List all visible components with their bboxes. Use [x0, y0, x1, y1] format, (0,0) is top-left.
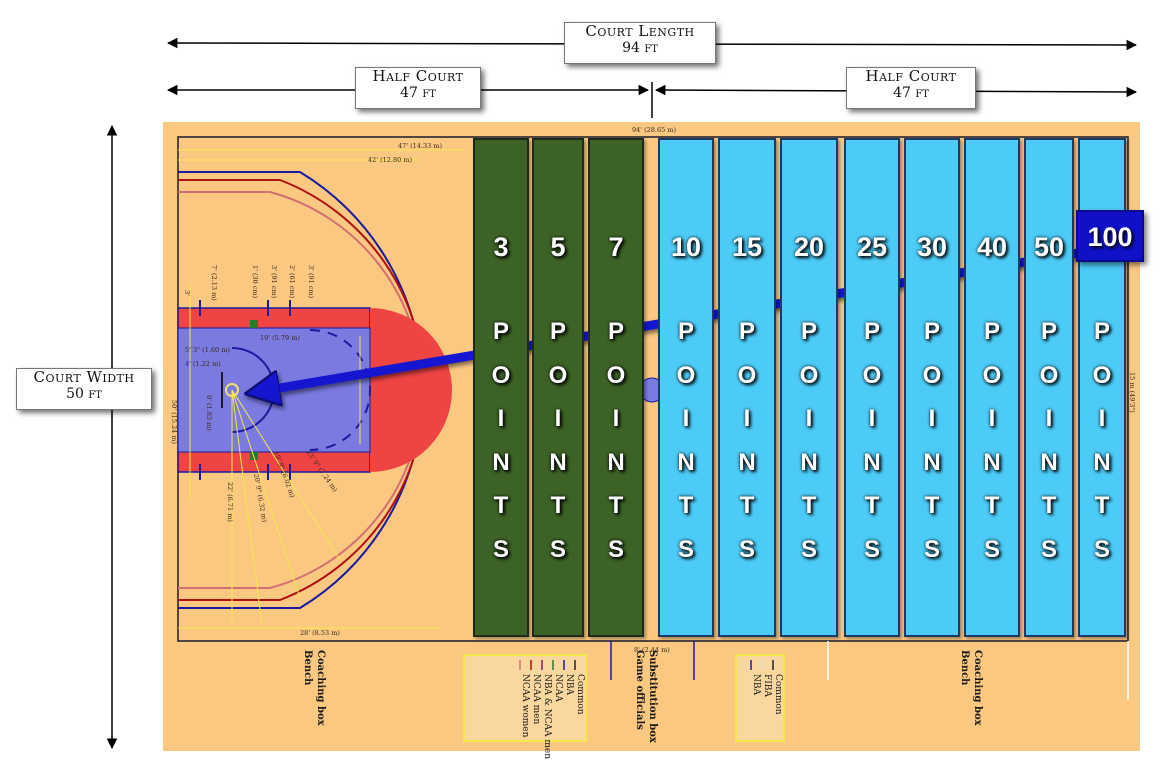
annot-lane-4: 4' (1.22 m)	[185, 360, 221, 368]
court-length-value: 94 ft	[622, 40, 658, 56]
paint-semicircle	[370, 308, 452, 472]
highlight-100-box: 100	[1076, 210, 1144, 262]
court-width-title: Court Width	[33, 368, 135, 386]
point-zone-value: 40	[976, 232, 1008, 262]
legend-label: NCAA men	[531, 674, 541, 724]
annot-mark-0: 3'	[183, 290, 191, 296]
annot-right-15: 15 m (49'3")	[1128, 372, 1136, 413]
legend-label: FIBA	[762, 674, 772, 697]
annot-radial-0: 22' (6.71 m)	[226, 482, 234, 522]
legend-right-box	[735, 654, 785, 742]
annot-mark-5: 3' (91 cm)	[307, 265, 315, 299]
annot-lane-19: 19' (5.79 m)	[260, 334, 300, 342]
point-zone-value: 15	[731, 232, 763, 262]
coaching-box-right: Coaching box	[972, 650, 983, 727]
point-zone-value: 25	[856, 232, 888, 262]
annot-lane-5: 5' 3" (1.60 m)	[185, 346, 230, 354]
annot-bottom-28: 28' (8.53 m)	[300, 629, 340, 637]
legend-label: NBA	[564, 674, 574, 695]
legend-label: NBA & NCAA men	[542, 674, 552, 759]
half-court-right-title: Half Court	[865, 67, 957, 85]
legend-label: NCAA women	[520, 674, 530, 738]
half-court-left-label: Half Court 47 ft	[355, 67, 481, 109]
coaching-box-left: Coaching box	[315, 650, 326, 727]
point-zone-value: 30	[916, 232, 948, 262]
point-zone-value: 3	[493, 232, 509, 262]
court-width-label: Court Width 50 ft	[16, 368, 152, 410]
lane-block-top	[250, 320, 258, 328]
annot-bottom-8: 8' (2.44 m)	[634, 646, 670, 654]
annot-top-length: 94' (28.65 m)	[632, 126, 676, 134]
annot-mark-4: 2' (61 cm)	[288, 265, 296, 299]
bench-right: Bench	[959, 650, 970, 686]
point-zone-value: 7	[608, 232, 624, 262]
game-officials: Game officials	[634, 650, 645, 730]
annot-left-50: 50' (15.24 m)	[170, 400, 178, 444]
point-zone-value: 20	[793, 232, 825, 262]
annot-line-47: 47' (14.33 m)	[398, 142, 442, 150]
free-throw-circle-dashed	[309, 329, 371, 451]
legend-label: NBA	[751, 674, 761, 695]
bench-left: Bench	[302, 650, 313, 686]
legend-left-box	[463, 654, 587, 742]
court-length-label: Court Length 94 ft	[564, 22, 716, 64]
half-court-right-value: 47 ft	[893, 85, 929, 101]
annot-mark-1: 7' (2.13 m)	[210, 265, 218, 301]
substitution-box: Substitution box	[647, 650, 658, 744]
point-zone-value: 5	[550, 232, 566, 262]
annot-lane-6: 6' (1.83 m)	[205, 395, 213, 431]
court-length-title: Court Length	[585, 22, 695, 40]
highlight-100-value: 100	[1087, 222, 1133, 252]
point-zone-value: 50	[1033, 232, 1065, 262]
annot-mark-2: 1' (30 cm)	[251, 265, 259, 299]
point-zone-value: 10	[670, 232, 702, 262]
legend-label: NCAA	[553, 674, 563, 702]
half-court-right-label: Half Court 47 ft	[846, 67, 976, 109]
legend-label: Common	[575, 674, 585, 715]
legend-label: Common	[773, 674, 783, 715]
court-width-value: 50 ft	[66, 386, 102, 402]
half-court-left-title: Half Court	[372, 67, 464, 85]
annot-mark-3: 3' (91 cm)	[270, 265, 278, 299]
half-court-left-value: 47 ft	[400, 85, 436, 101]
annot-line-42: 42' (12.80 m)	[368, 156, 412, 164]
